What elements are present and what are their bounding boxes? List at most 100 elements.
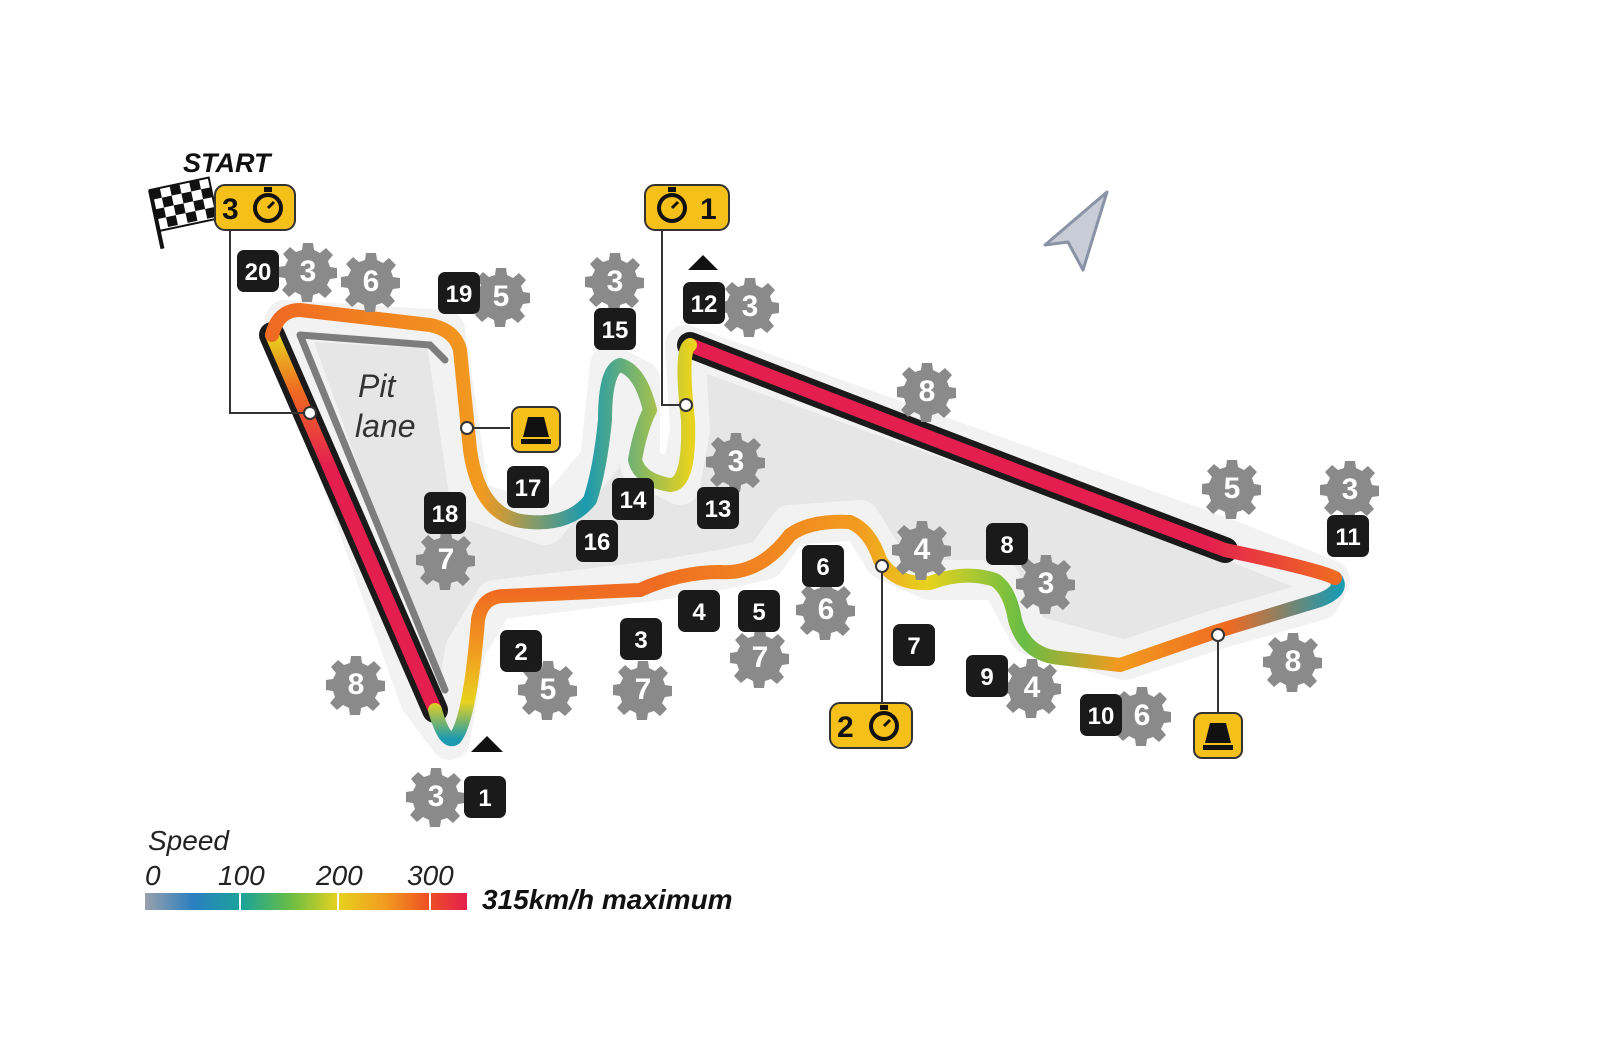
corner-number: 4 bbox=[678, 590, 720, 632]
gear-icon: 5 bbox=[471, 268, 530, 327]
stopwatch-icon bbox=[253, 187, 283, 223]
corner-number: 11 bbox=[1327, 515, 1369, 557]
svg-text:7: 7 bbox=[907, 633, 920, 660]
gear-icon: 8 bbox=[326, 656, 385, 715]
corner-number: 16 bbox=[576, 520, 618, 562]
legend-tick: 300 bbox=[407, 860, 454, 891]
legend-tick: 100 bbox=[218, 860, 265, 891]
pit-lane bbox=[296, 331, 449, 694]
timing-sector-1: 1 bbox=[644, 184, 730, 231]
gear-markers: 3 6 5 3 3 3 8 7 5 7 7 6 3 8 4 3 4 6 5 3 … bbox=[278, 243, 1379, 827]
svg-text:7: 7 bbox=[635, 673, 652, 706]
gear-icon: 4 bbox=[892, 521, 951, 580]
speed-legend: Speed 0 100 200 300 315km/h maximum bbox=[145, 825, 733, 915]
legend-tick: 0 bbox=[145, 860, 161, 891]
svg-text:3: 3 bbox=[728, 445, 745, 478]
svg-text:6: 6 bbox=[1134, 699, 1151, 732]
track-turns-12-16 bbox=[265, 303, 697, 530]
svg-text:14: 14 bbox=[620, 487, 647, 514]
svg-text:3: 3 bbox=[634, 627, 647, 654]
track-turn-1-2 bbox=[428, 583, 647, 747]
svg-text:4: 4 bbox=[1024, 671, 1041, 704]
svg-text:5: 5 bbox=[493, 280, 510, 313]
corner-number: 6 bbox=[802, 545, 844, 587]
gear-icon: 4 bbox=[1002, 659, 1061, 718]
svg-text:5: 5 bbox=[1224, 472, 1241, 505]
drs-icon bbox=[511, 406, 561, 453]
direction-arrow-icon bbox=[471, 736, 503, 752]
track-back-straight bbox=[683, 338, 1342, 585]
svg-text:3: 3 bbox=[222, 193, 239, 226]
start-label: START bbox=[183, 148, 273, 178]
svg-text:6: 6 bbox=[363, 265, 380, 298]
svg-text:19: 19 bbox=[446, 281, 473, 308]
svg-text:12: 12 bbox=[691, 291, 718, 318]
stopwatch-icon bbox=[869, 705, 899, 741]
legend-title: Speed bbox=[148, 825, 230, 856]
direction-arrow-icon bbox=[688, 255, 718, 270]
svg-text:11: 11 bbox=[1335, 524, 1360, 551]
gear-icon: 3 bbox=[706, 433, 765, 492]
checkered-flag-icon bbox=[148, 176, 219, 250]
gear-icon: 6 bbox=[1112, 687, 1171, 746]
svg-text:3: 3 bbox=[607, 265, 624, 298]
gear-icon: 6 bbox=[341, 253, 400, 312]
gear-icon: 6 bbox=[796, 581, 855, 640]
svg-text:3: 3 bbox=[742, 290, 759, 323]
corner-number: 3 bbox=[620, 618, 662, 660]
gear-icon: 3 bbox=[1016, 555, 1075, 614]
corner-number: 10 bbox=[1080, 694, 1122, 736]
svg-text:8: 8 bbox=[1000, 532, 1013, 559]
corner-number: 14 bbox=[612, 478, 654, 520]
gear-icon: 7 bbox=[613, 661, 672, 720]
svg-text:17: 17 bbox=[515, 475, 542, 502]
corner-number: 12 bbox=[683, 282, 725, 324]
svg-text:7: 7 bbox=[752, 641, 769, 674]
corner-number: 2 bbox=[500, 630, 542, 672]
corner-number: 8 bbox=[986, 523, 1028, 565]
svg-text:2: 2 bbox=[837, 711, 854, 744]
corner-number: 20 bbox=[237, 250, 279, 292]
speed-gradient-bar bbox=[145, 893, 467, 910]
corner-number: 19 bbox=[438, 272, 480, 314]
svg-text:8: 8 bbox=[1285, 645, 1302, 678]
svg-text:2: 2 bbox=[514, 639, 527, 666]
svg-text:4: 4 bbox=[914, 533, 931, 566]
gear-icon: 7 bbox=[730, 629, 789, 688]
svg-text:16: 16 bbox=[584, 529, 611, 556]
svg-text:8: 8 bbox=[348, 668, 365, 701]
timing-sector-2: 2 bbox=[829, 702, 913, 749]
drs-icon bbox=[1193, 712, 1243, 759]
svg-text:5: 5 bbox=[540, 673, 557, 706]
corner-number: 15 bbox=[594, 308, 636, 350]
gear-icon: 8 bbox=[897, 363, 956, 422]
timing-sector-3: 3 bbox=[214, 184, 296, 231]
svg-text:18: 18 bbox=[432, 501, 459, 528]
corner-number: 17 bbox=[507, 466, 549, 508]
pit-lane-label-line2: lane bbox=[355, 408, 416, 444]
pit-lane-label-line1: Pit bbox=[358, 368, 396, 404]
corner-number: 7 bbox=[893, 624, 935, 666]
svg-text:3: 3 bbox=[1342, 473, 1359, 506]
svg-text:3: 3 bbox=[300, 255, 317, 288]
svg-text:6: 6 bbox=[818, 593, 835, 626]
corner-number: 18 bbox=[424, 492, 466, 534]
corner-number: 5 bbox=[738, 590, 780, 632]
gear-icon: 3 bbox=[720, 278, 779, 337]
svg-text:8: 8 bbox=[919, 375, 936, 408]
north-arrow-icon bbox=[1043, 190, 1109, 272]
svg-text:13: 13 bbox=[705, 496, 732, 523]
svg-text:5: 5 bbox=[752, 599, 765, 626]
track bbox=[265, 303, 1345, 747]
svg-text:15: 15 bbox=[602, 317, 629, 344]
legend-maximum: 315km/h maximum bbox=[482, 884, 733, 915]
svg-text:6: 6 bbox=[816, 554, 829, 581]
svg-text:3: 3 bbox=[428, 780, 445, 813]
gear-icon: 3 bbox=[278, 243, 337, 302]
svg-text:4: 4 bbox=[692, 599, 706, 626]
gear-icon: 3 bbox=[1320, 461, 1379, 520]
gear-icon: 5 bbox=[1202, 460, 1261, 519]
gear-icon: 5 bbox=[518, 661, 577, 720]
corner-number: 9 bbox=[966, 655, 1008, 697]
